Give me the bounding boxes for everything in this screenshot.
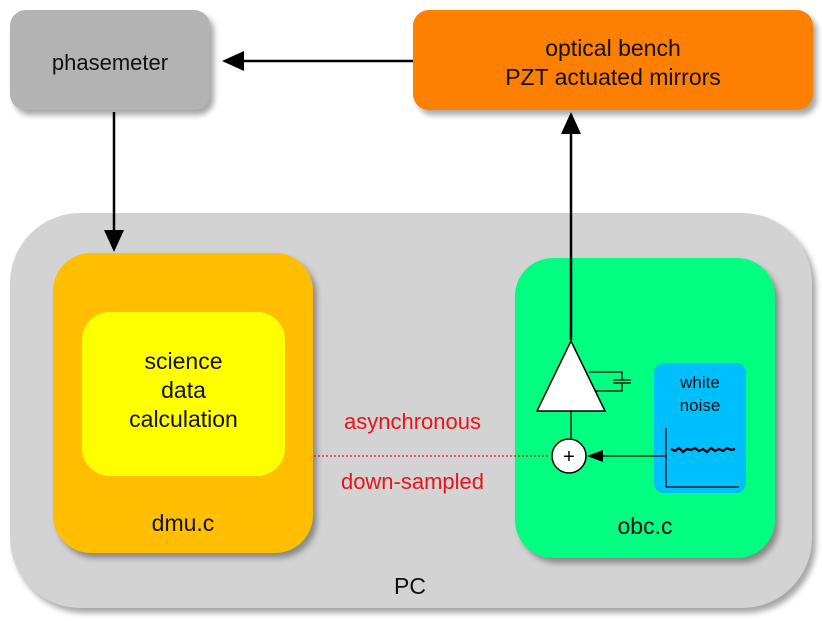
optical-bench-label-line1: optical bench [545, 35, 681, 61]
down-sampled-label: down-sampled [340, 469, 485, 494]
white-noise-label-line2: noise [679, 396, 721, 415]
arrow-amplifier-to-bench [561, 112, 581, 340]
sum-symbol: + [563, 446, 575, 468]
white-noise-label-line1: white [680, 373, 720, 392]
arrow-phasemeter-to-dmu [104, 112, 124, 252]
dmu-label: dmu.c [151, 510, 215, 536]
noise-plot [665, 428, 739, 488]
science-label-line2: data [161, 377, 206, 403]
science-label-line3: calculation [129, 406, 238, 432]
asynchronous-label: asynchronous [344, 409, 481, 434]
science-label-line1: science [144, 348, 223, 374]
sum-node [551, 438, 587, 474]
arrow-noise-to-sum [587, 450, 666, 462]
optical-bench-label-line2: PZT actuated mirrors [505, 64, 721, 90]
capacitor-symbol [589, 371, 631, 392]
noise-waveform [670, 446, 736, 454]
obc-label: obc.c [617, 513, 673, 539]
pc-label: PC [394, 573, 426, 599]
science-box [82, 312, 285, 476]
phasemeter-box [10, 10, 210, 110]
white-noise-box [654, 363, 746, 493]
phasemeter-label: phasemeter [51, 50, 169, 75]
optical-bench-box [413, 10, 813, 110]
amplifier-triangle [535, 339, 607, 412]
arrow-bench-to-phasemeter [222, 51, 413, 71]
